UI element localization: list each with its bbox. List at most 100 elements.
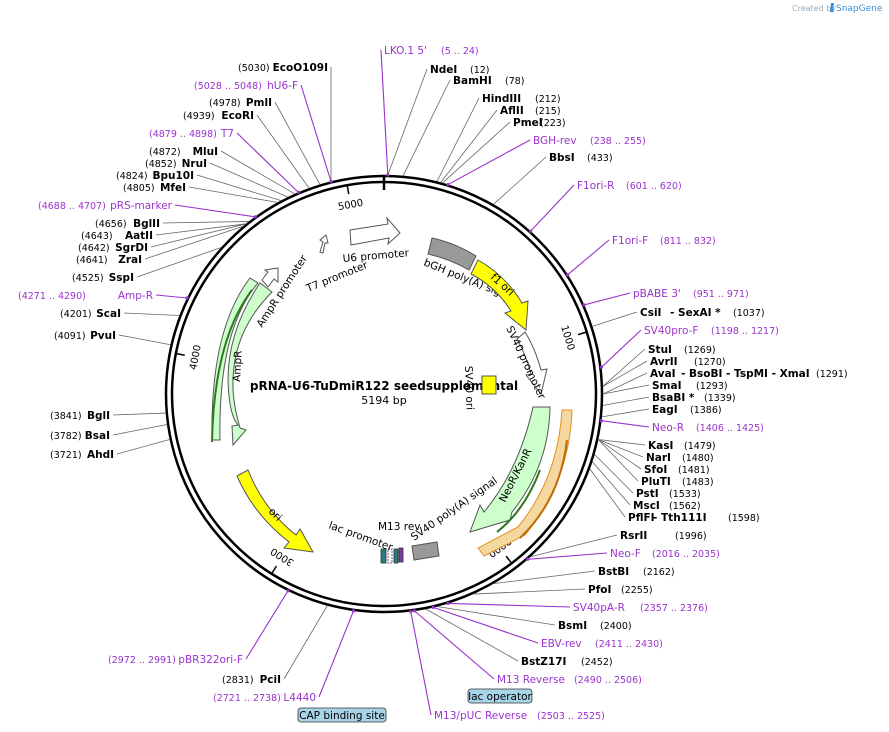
feature-neor-kanr[interactable] — [469, 406, 551, 533]
site-name[interactable]: BglI — [87, 410, 110, 422]
site-name[interactable]: AvrII — [650, 356, 678, 368]
site-name[interactable]: AhdI — [87, 449, 114, 461]
feature-m13-rev[interactable] — [398, 547, 404, 563]
site-name[interactable]: Neo-R — [652, 422, 684, 434]
site-name[interactable]: pRS-marker — [110, 200, 173, 212]
site-name[interactable]: EcoRI — [221, 110, 254, 122]
site-name[interactable]: PstI — [636, 488, 659, 500]
tick-label: 1000 — [558, 324, 576, 352]
site-name[interactable]: F1ori-F — [612, 235, 648, 247]
site-name[interactable]: SV40pro-F — [644, 325, 698, 337]
site-name[interactable]: PluTI — [641, 476, 671, 488]
site-position: (4852) — [145, 159, 177, 170]
site-position: (2972 .. 2991) — [108, 655, 176, 666]
site-name[interactable]: AatII — [125, 230, 153, 242]
neor-highlight-line — [519, 439, 568, 539]
site-leader — [583, 292, 631, 306]
cap-binding-site-box[interactable] — [297, 707, 387, 723]
site-name[interactable]: ZraI — [118, 254, 142, 266]
site-position: (1386) — [690, 405, 722, 416]
site-leader — [380, 49, 389, 176]
site-name[interactable]: EcoO109I — [273, 62, 328, 74]
site-name[interactable]: LKO.1 5' — [384, 45, 427, 57]
feature-f1-ori[interactable] — [470, 259, 529, 331]
feature-ampr[interactable] — [227, 282, 273, 447]
site-name[interactable]: KasI — [648, 440, 673, 452]
site-name[interactable]: BamHI — [453, 75, 492, 87]
site-name[interactable]: SgrDI — [115, 242, 148, 254]
site-name[interactable]: PmlI — [246, 97, 272, 109]
primer-mark — [409, 609, 413, 613]
site-name[interactable]: SspI — [109, 272, 134, 284]
site-position: (1293) — [696, 381, 728, 392]
site-name[interactable]: hU6-F — [267, 80, 298, 92]
site-name[interactable]: EBV-rev — [541, 638, 582, 650]
feature-lac-operator[interactable] — [393, 548, 399, 564]
site-position: (2357 .. 2376) — [640, 603, 708, 614]
feature-lac-promoter[interactable] — [387, 548, 393, 564]
feature-ampr-promoter[interactable] — [261, 267, 279, 288]
site-name[interactable]: PciI — [260, 674, 281, 686]
site-name[interactable]: T7 — [220, 128, 234, 140]
site-position: (2721 .. 2738) — [213, 693, 281, 704]
site-name[interactable]: BsaBI * — [652, 392, 695, 404]
site-name[interactable]: PflFI — [628, 512, 655, 524]
site-name[interactable]: BglII — [133, 218, 160, 230]
site-name[interactable]: M13/pUC Reverse — [434, 710, 527, 722]
site-name[interactable]: MscI — [633, 500, 660, 512]
feature-t7-promoter[interactable] — [319, 234, 329, 254]
site-name[interactable]: pBR322ori-F — [178, 654, 243, 666]
site-name[interactable]: AvaI — [650, 368, 676, 380]
site-leader — [567, 239, 610, 276]
tick-label: 5000 — [337, 198, 364, 213]
site-leader — [448, 602, 571, 608]
site-name[interactable]: pBABE 3' — [633, 288, 681, 300]
site-extra-position: (1037) — [733, 308, 765, 319]
site-name[interactable]: PfoI — [588, 584, 611, 596]
site-name[interactable]: M13 Reverse — [497, 674, 565, 686]
feature-sv40-ori[interactable] — [481, 375, 497, 395]
credit-brand[interactable]: SnapGene — [836, 4, 883, 14]
site-name[interactable]: CsiI — [640, 307, 661, 319]
site-name[interactable]: BstZ17I — [521, 656, 566, 668]
site-leader — [527, 552, 608, 560]
site-name[interactable]: Neo-F — [610, 548, 641, 560]
site-name[interactable]: BstBI — [598, 566, 629, 578]
site-name[interactable]: SmaI — [652, 380, 682, 392]
site-leader — [162, 221, 250, 224]
site-name[interactable]: SV40pA-R — [573, 602, 625, 614]
site-name[interactable]: AflII — [500, 105, 524, 117]
site-name[interactable]: BsmI — [558, 620, 587, 632]
site-name[interactable]: MluI — [193, 146, 218, 158]
feature-sv40-polya[interactable] — [411, 541, 440, 561]
site-name[interactable]: NdeI — [430, 64, 457, 76]
feature-label-ampr: AmpR — [231, 350, 245, 382]
feature-bgh-polya[interactable] — [427, 237, 477, 271]
site-name[interactable]: BsaI — [85, 430, 110, 442]
site-name[interactable]: PmeI — [513, 117, 543, 129]
site-name[interactable]: RsrII — [620, 530, 647, 542]
site-name[interactable]: EagI — [652, 404, 678, 416]
site-name[interactable]: SfoI — [644, 464, 667, 476]
site-name[interactable]: F1ori-R — [577, 180, 614, 192]
feature-cap-binding[interactable] — [380, 548, 387, 564]
feature-u6-promoter[interactable] — [349, 216, 401, 246]
site-name[interactable]: L4440 — [283, 692, 316, 704]
feature-sv40-promoter[interactable] — [516, 331, 548, 396]
site-name[interactable]: HindIII — [482, 93, 521, 105]
site-name[interactable]: NruI — [182, 158, 207, 170]
feature-ori[interactable] — [236, 469, 314, 553]
site-name[interactable]: MfeI — [160, 182, 186, 194]
site-name[interactable]: Amp-R — [118, 290, 153, 302]
site-name[interactable]: PvuI — [90, 330, 116, 342]
site-name[interactable]: BGH-rev — [533, 135, 577, 147]
site-name[interactable]: StuI — [648, 344, 672, 356]
primer-mark — [566, 273, 570, 277]
tick-mark — [346, 185, 350, 195]
site-name[interactable]: BbsI — [549, 152, 575, 164]
site-position: - BsoBI - TspMI - XmaI — [681, 368, 810, 380]
site-name[interactable]: Bpu10I — [152, 170, 194, 182]
site-name[interactable]: ScaI — [96, 308, 121, 320]
lac-operator-box[interactable] — [467, 688, 533, 704]
site-name[interactable]: NarI — [646, 452, 671, 464]
